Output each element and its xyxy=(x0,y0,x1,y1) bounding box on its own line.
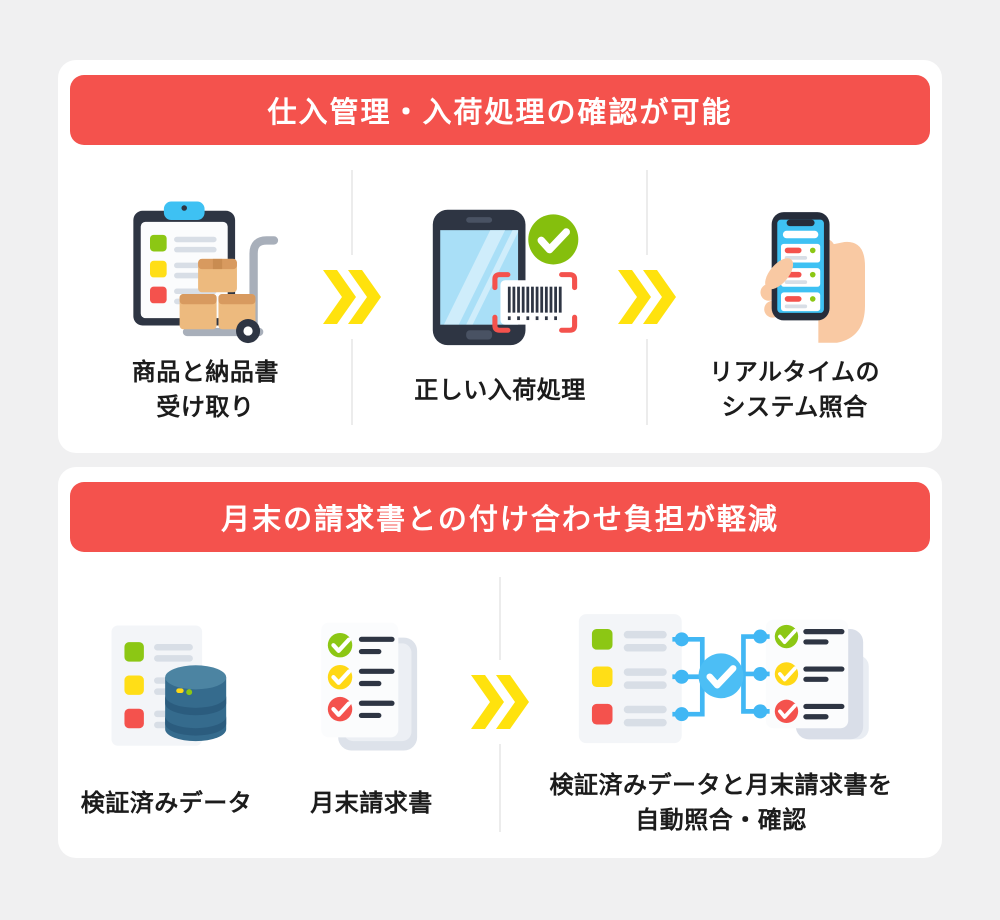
verified-data-document-database-icon xyxy=(111,625,226,746)
step-label: リアルタイムの システム照合 xyxy=(709,359,881,421)
step-label: 商品と納品書 受け取り xyxy=(131,359,279,421)
invoice-title-banner: 月末の請求書との付け合わせ負担が軽減 xyxy=(70,482,930,552)
receiving-title-text: 仕入管理・入荷処理の確認が可能 xyxy=(267,97,733,129)
smartphone-barcode-scan-icon xyxy=(432,209,579,346)
receiving-steps-area: 商品と納品書 受け取り xyxy=(58,145,942,453)
result-label: 検証済みデータと月末請求書を 自動照合・確認 xyxy=(549,772,893,834)
step-realtime-matching: リアルタイムの システム照合 xyxy=(647,145,942,453)
double-chevron-right-icon xyxy=(323,270,381,324)
input-label: 検証済みデータ xyxy=(80,789,253,817)
clipboard-boxes-trolley-icon xyxy=(133,201,278,344)
step-correct-arrival: 正しい入荷処理 xyxy=(353,145,648,453)
input-verified-data: 検証済みデータ xyxy=(64,552,269,858)
month-end-invoice-stack-icon xyxy=(320,622,417,750)
double-chevron-right-icon xyxy=(618,270,676,324)
section-invoice-card: 月末の請求書との付け合わせ負担が軽減 xyxy=(58,467,942,858)
invoice-title-text: 月末の請求書との付け合わせ負担が軽減 xyxy=(221,504,779,536)
receiving-title-banner: 仕入管理・入荷処理の確認が可能 xyxy=(70,75,930,145)
invoice-inputs-group: 検証済みデータ xyxy=(58,552,500,858)
invoice-flow-area: 検証済みデータ xyxy=(58,552,942,858)
step-label: 正しい入荷処理 xyxy=(414,376,586,404)
input-label: 月末請求書 xyxy=(310,789,433,817)
step-receive-goods: 商品と納品書 受け取り xyxy=(58,145,353,453)
section-receiving-card: 仕入管理・入荷処理の確認が可能 xyxy=(58,60,942,453)
result-auto-matching: 検証済みデータと月末請求書を 自動照合・確認 xyxy=(500,552,942,858)
hand-holding-smartphone-icon xyxy=(760,212,865,343)
input-month-end-invoice: 月末請求書 xyxy=(269,552,474,858)
documents-auto-matching-check-icon xyxy=(578,613,869,743)
double-chevron-right-icon xyxy=(471,675,529,729)
